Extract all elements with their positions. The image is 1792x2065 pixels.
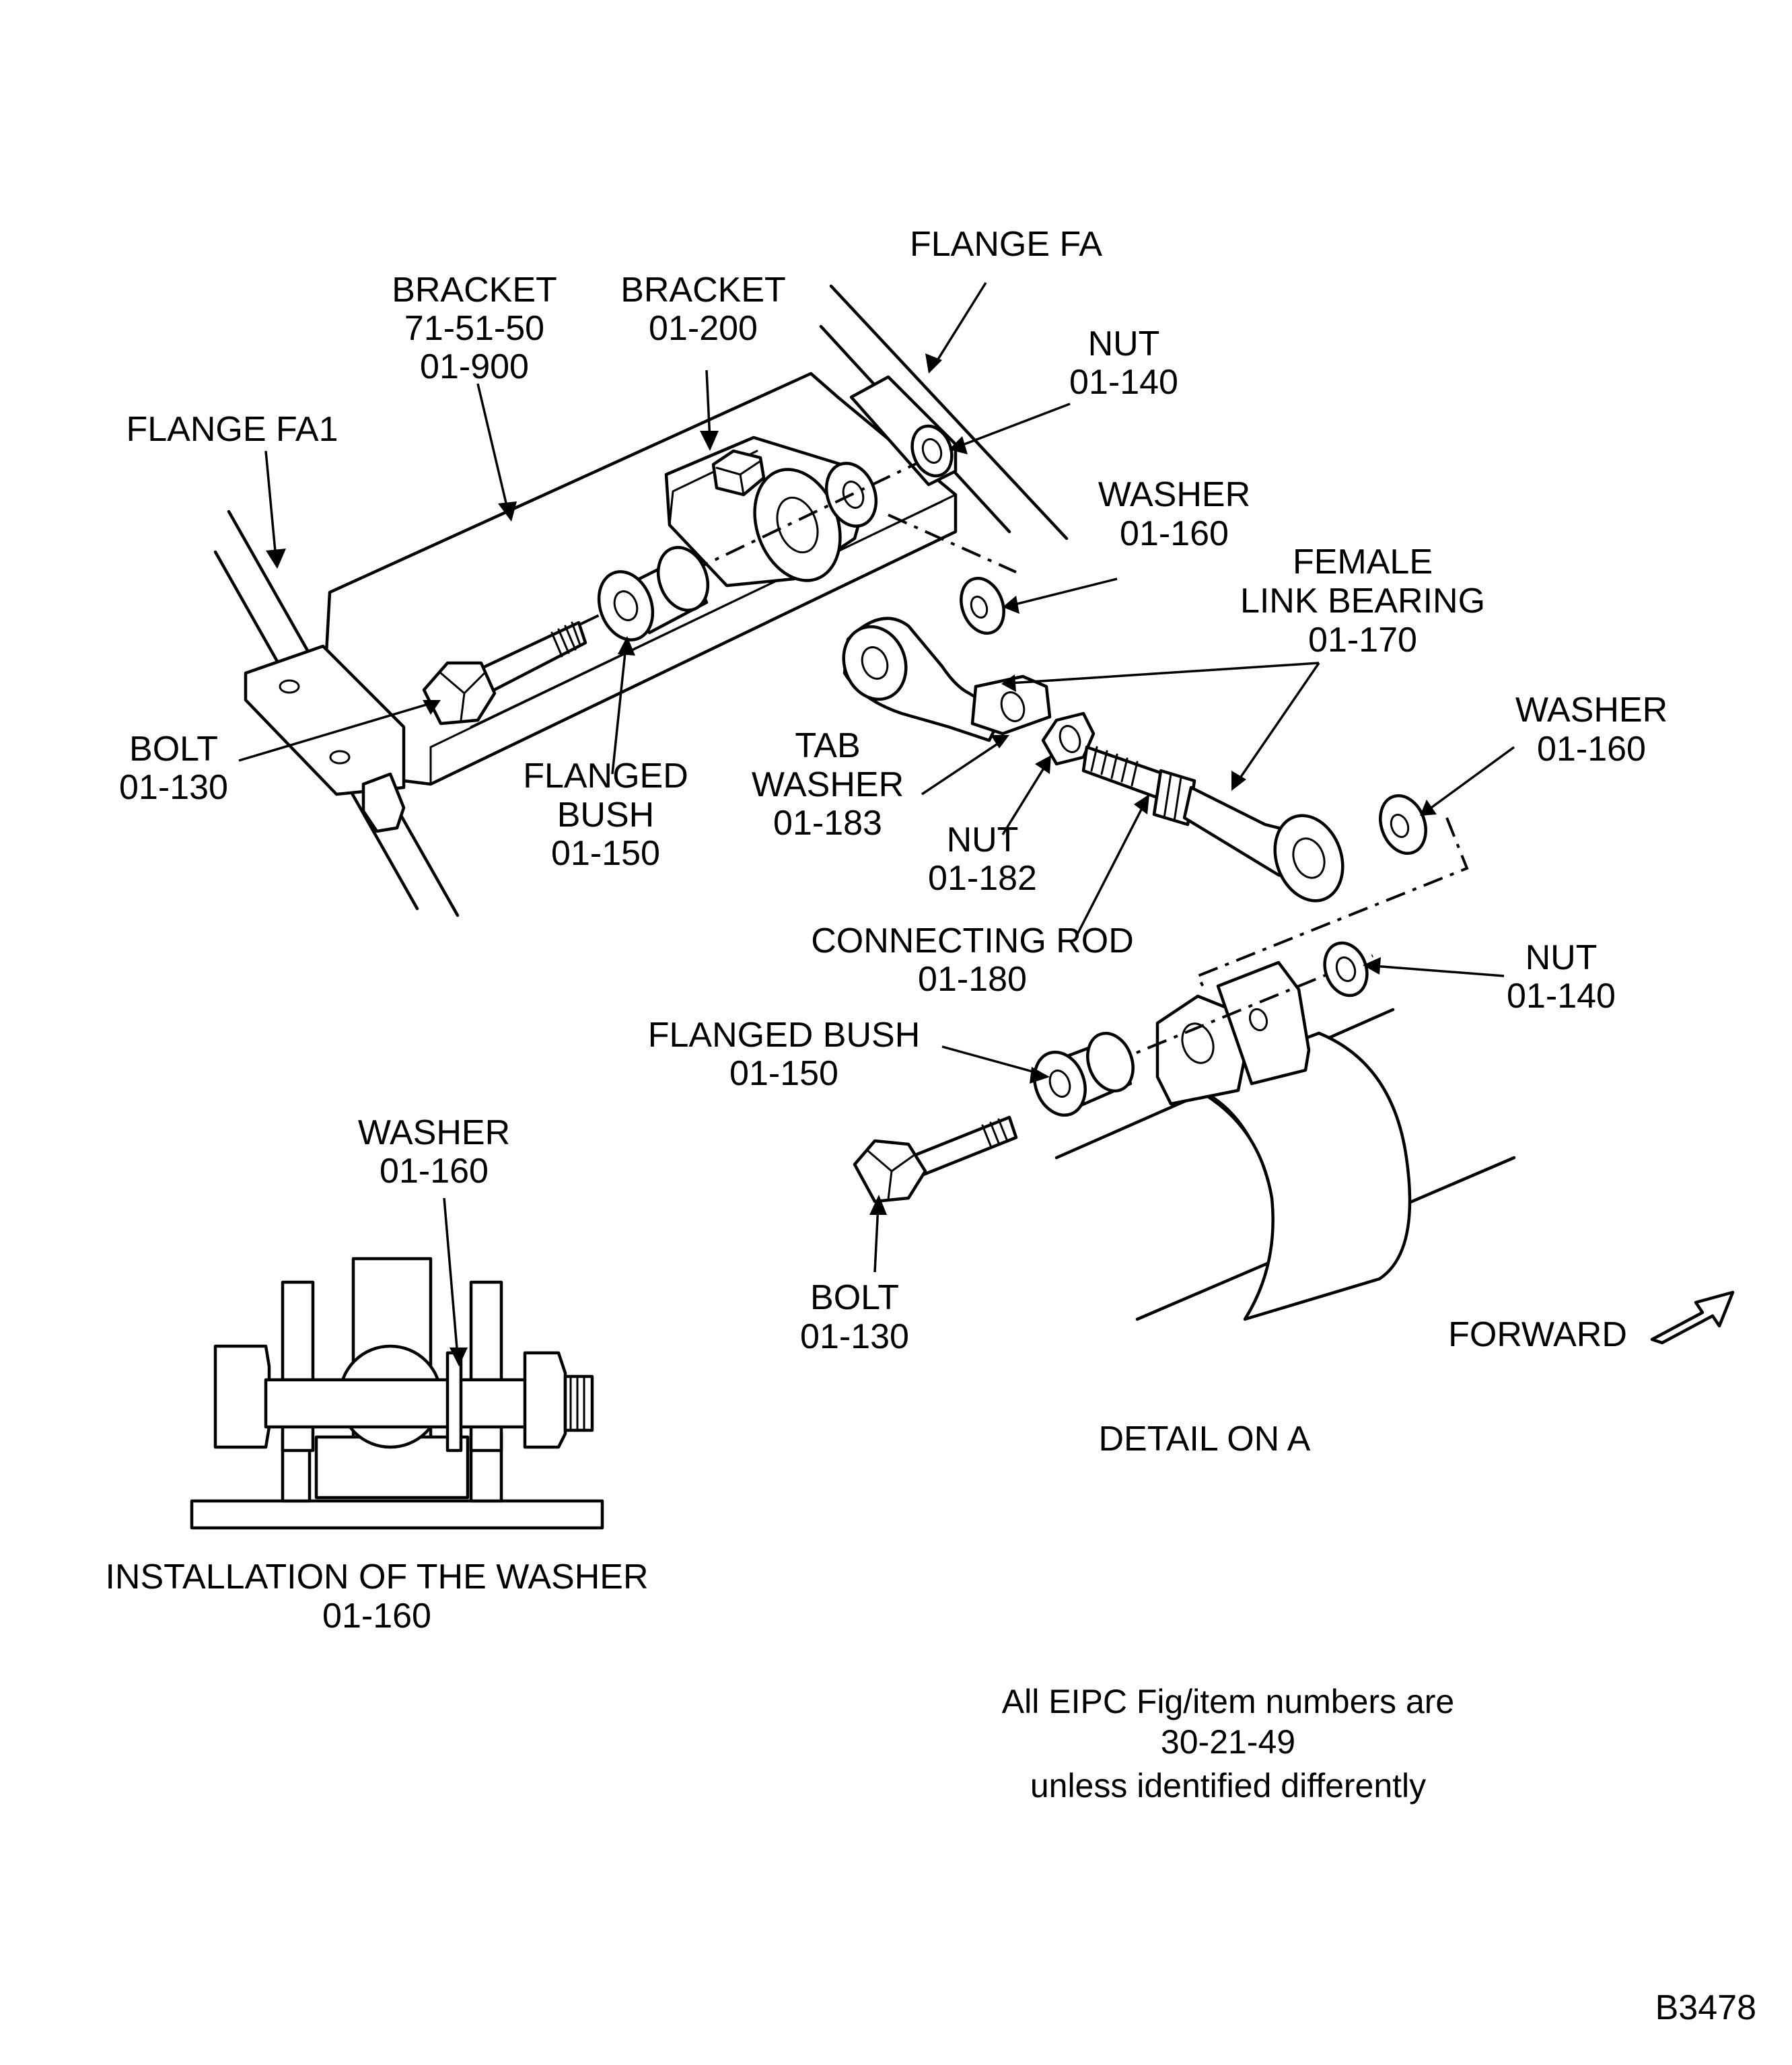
label-washer-top: WASHER: [1098, 475, 1250, 514]
leader-lines: [238, 282, 1515, 1357]
label-bracket-71-51-50: BRACKET: [392, 271, 557, 310]
forward-arrow-icon: [1650, 1290, 1735, 1345]
leader-arrowheads: [266, 353, 1437, 1366]
installation-caption-ref: 01-160: [322, 1597, 431, 1636]
label-bolt-top-ref: 01-130: [119, 768, 228, 807]
label-flange-fa1: FLANGE FA1: [127, 410, 338, 449]
label-washer-top-ref: 01-160: [1120, 514, 1229, 553]
label-nut-top: NUT: [1088, 324, 1160, 363]
eipc-note-line3: unless identified differently: [1030, 1767, 1426, 1805]
flanged-bush-01-150-detail: [1033, 1031, 1135, 1117]
label-flanged-bush-detail-ref: 01-150: [729, 1054, 838, 1093]
label-nut-top-ref: 01-140: [1069, 363, 1178, 402]
label-bolt-detail: BOLT: [810, 1278, 899, 1317]
label-washer-right: WASHER: [1515, 691, 1668, 730]
installation-caption: INSTALLATION OF THE WASHER: [105, 1558, 648, 1597]
label-flange-fa: FLANGE FA: [910, 225, 1102, 264]
label-washer-install: WASHER: [358, 1113, 510, 1152]
tab-washer-01-183: [970, 674, 1052, 736]
callout-labels: FLANGE FA BRACKET 71-51-50 01-900 BRACKE…: [105, 225, 1668, 1636]
label-flanged-bush-detail: FLANGED BUSH: [648, 1016, 921, 1055]
label-tab-washer-ref: 01-183: [773, 804, 882, 843]
label-washer-install-ref: 01-160: [380, 1152, 489, 1191]
label-tab-washer-2: WASHER: [752, 765, 904, 804]
label-forward: FORWARD: [1448, 1315, 1627, 1354]
female-link-bearing-upper: [842, 617, 1005, 742]
label-detail-on-a: DETAIL ON A: [1099, 1420, 1311, 1459]
bracket-01-200: [664, 435, 878, 588]
label-flanged-bush-ref: 01-150: [551, 834, 660, 873]
label-female-link-bearing-2: LINK BEARING: [1240, 582, 1485, 621]
bolt-01-130-upper: [422, 621, 587, 726]
label-tab-washer: TAB: [795, 726, 860, 765]
washer-installation-view: [190, 1257, 604, 1530]
label-washer-right-ref: 01-160: [1537, 730, 1646, 769]
bearing-centerline: [888, 514, 1017, 573]
label-bracket-71-51-50-ref: 71-51-50: [404, 309, 544, 348]
detail-a-actuator: [1054, 960, 1516, 1321]
figure-id: B3478: [1655, 1988, 1756, 2027]
nut-01-182: [1041, 711, 1096, 766]
label-connecting-rod: CONNECTING ROD: [811, 921, 1134, 960]
eipc-note: All EIPC Fig/item numbers are 30-21-49 u…: [1002, 1683, 1454, 1805]
label-bracket-01-200: BRACKET: [620, 271, 786, 310]
label-nut-detail: NUT: [1526, 938, 1598, 977]
label-nut-detail-ref: 01-140: [1507, 977, 1616, 1016]
label-nut-mid: NUT: [947, 820, 1019, 860]
label-bracket-01-900: 01-900: [420, 347, 529, 386]
washer-01-160-top: [960, 576, 1005, 635]
eipc-note-line2: 30-21-49: [1161, 1723, 1295, 1761]
label-flanged-bush: FLANGED: [523, 757, 688, 796]
flanged-bush-01-150-upper: [597, 546, 710, 641]
label-bolt-top: BOLT: [129, 730, 218, 769]
detail-centerline: [1110, 954, 1373, 1065]
label-connecting-rod-ref: 01-180: [918, 960, 1027, 999]
label-bracket-01-200-ref: 01-200: [649, 309, 758, 348]
label-female-link-bearing-ref: 01-170: [1308, 621, 1417, 660]
label-flanged-bush-2: BUSH: [557, 796, 654, 835]
washer-01-160-right: [1379, 794, 1427, 855]
nut-01-140-detail: [1323, 941, 1369, 998]
label-female-link-bearing: FEMALE: [1293, 542, 1433, 582]
bolt-01-130-detail: [853, 1115, 1018, 1203]
nut-01-140-upper: [910, 424, 954, 478]
connecting-rod-01-180: [1081, 745, 1345, 903]
label-bolt-detail-ref: 01-130: [800, 1317, 909, 1356]
detail-a-link: [1196, 817, 1469, 990]
eipc-note-line1: All EIPC Fig/item numbers are: [1002, 1683, 1454, 1720]
label-nut-mid-ref: 01-182: [928, 859, 1037, 898]
